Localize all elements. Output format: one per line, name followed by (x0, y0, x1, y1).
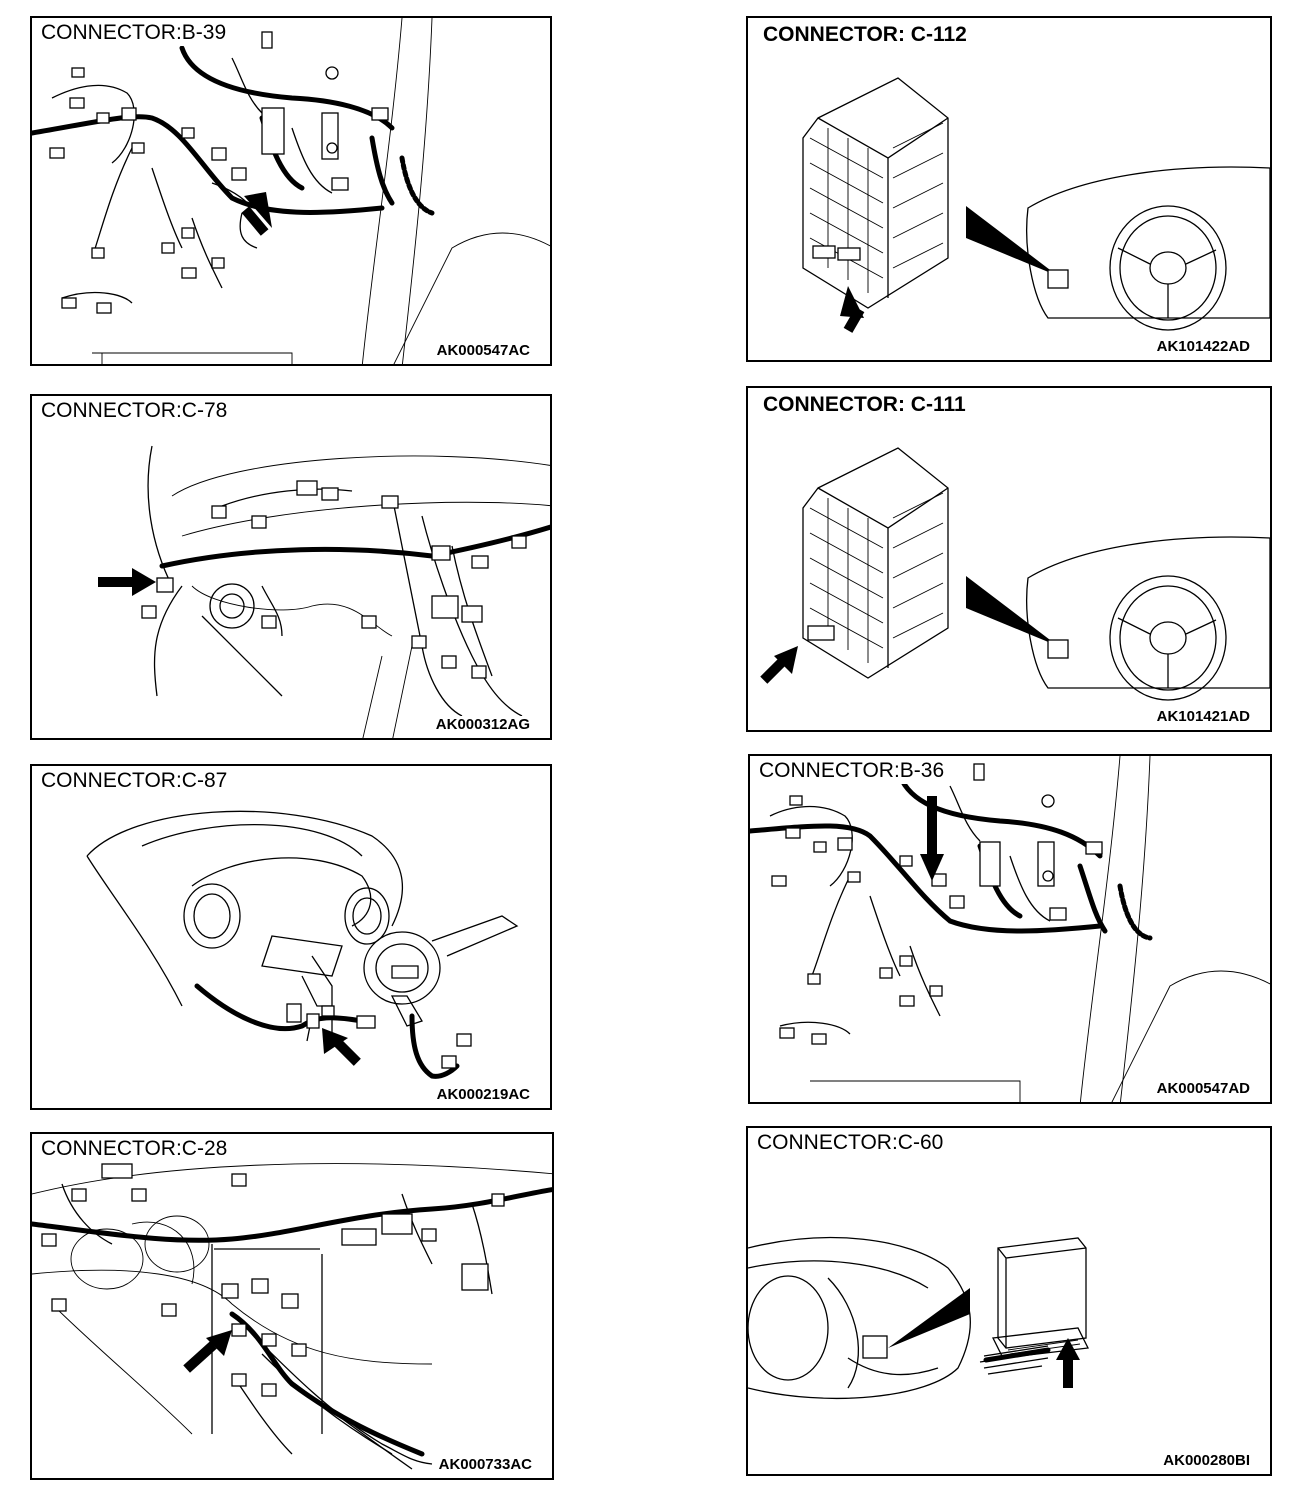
connector-label: CONNECTOR: C-111 (760, 392, 969, 418)
connector-label: CONNECTOR:C-60 (754, 1130, 947, 1156)
locator-arrow-icon (1056, 1338, 1080, 1360)
connector-label: CONNECTOR:C-28 (38, 1136, 231, 1162)
column-switch-drawing (86, 810, 519, 1079)
harness-drawing (98, 445, 550, 738)
panel-connector-c111: CONNECTOR: C-111 AK101421AD (746, 386, 1272, 732)
locator-arrow-icon (920, 854, 944, 881)
panel-connector-c112: CONNECTOR: C-112 AK101422AD (746, 16, 1272, 362)
panel-connector-c28: CONNECTOR:C-28 (30, 1132, 554, 1480)
connector-label: CONNECTOR:B-39 (38, 20, 230, 46)
panel-connector-c60: CONNECTOR:C-60 AK000280BI (746, 1126, 1272, 1476)
connector-label: CONNECTOR:C-78 (38, 398, 231, 424)
harness-drawing (32, 1163, 552, 1470)
locator-arrow-icon (244, 192, 272, 228)
panel-connector-c78: CONNECTOR:C-78 AK00031 (30, 394, 552, 740)
figure-code: AK000547AC (434, 342, 532, 360)
ecu-drawing (748, 1236, 1089, 1400)
harness-drawing (32, 18, 550, 364)
connector-label: CONNECTOR: C-112 (760, 22, 970, 48)
locator-arrow-icon (774, 646, 798, 674)
steering-wheel-icon (1026, 166, 1270, 331)
control-unit-icon (979, 1237, 1089, 1375)
panel-connector-b36: CONNECTOR:B-36 (748, 754, 1272, 1104)
figure-code: AK000312AG (433, 716, 532, 734)
relay-box-icon (802, 77, 949, 309)
locator-arrow-icon (206, 1330, 232, 1356)
locator-arrow-icon (132, 568, 156, 596)
figure-code: AK000219AC (434, 1086, 532, 1104)
relay-box-icon (802, 447, 949, 679)
figure-code: AK101422AD (1154, 338, 1252, 356)
figure-code: AK000280BI (1161, 1452, 1252, 1470)
panel-connector-b39: CONNECTOR:B-39 (30, 16, 552, 366)
figure-code: AK000733AC (436, 1456, 534, 1474)
connector-label: CONNECTOR:C-87 (38, 768, 231, 794)
relay-box-drawing (802, 77, 1270, 333)
harness-drawing (750, 756, 1270, 1102)
connector-label: CONNECTOR:B-36 (756, 758, 948, 784)
steering-wheel-icon (1026, 536, 1270, 701)
figure-code: AK101421AD (1154, 708, 1252, 726)
panel-connector-c87: CONNECTOR:C-87 AK000219AC (30, 764, 552, 1110)
relay-box-drawing (760, 447, 1270, 701)
figure-code: AK000547AD (1154, 1080, 1252, 1098)
